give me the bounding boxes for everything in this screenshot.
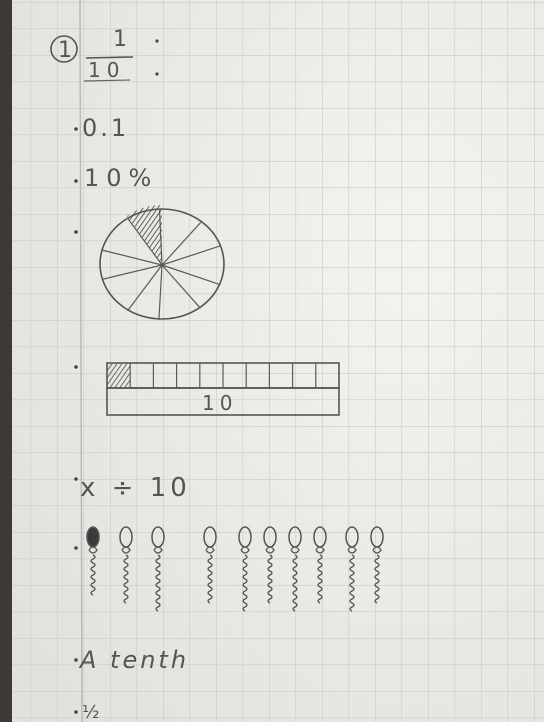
division-expression: x ÷ 10 <box>80 473 191 503</box>
paper-grid <box>12 0 544 722</box>
words-answer: A tenth <box>78 646 189 674</box>
question-number: 1 <box>58 38 72 63</box>
decimal-value: 0.1 <box>82 114 129 142</box>
percent-value: 10% <box>84 164 158 192</box>
fraction-numerator: 1 <box>113 27 127 52</box>
bar-total-label: 10 <box>202 391 237 415</box>
fraction-denominator: 10 <box>88 58 125 82</box>
bar-shaded-cell <box>107 364 130 387</box>
trailing-mark: ½ <box>82 702 99 722</box>
